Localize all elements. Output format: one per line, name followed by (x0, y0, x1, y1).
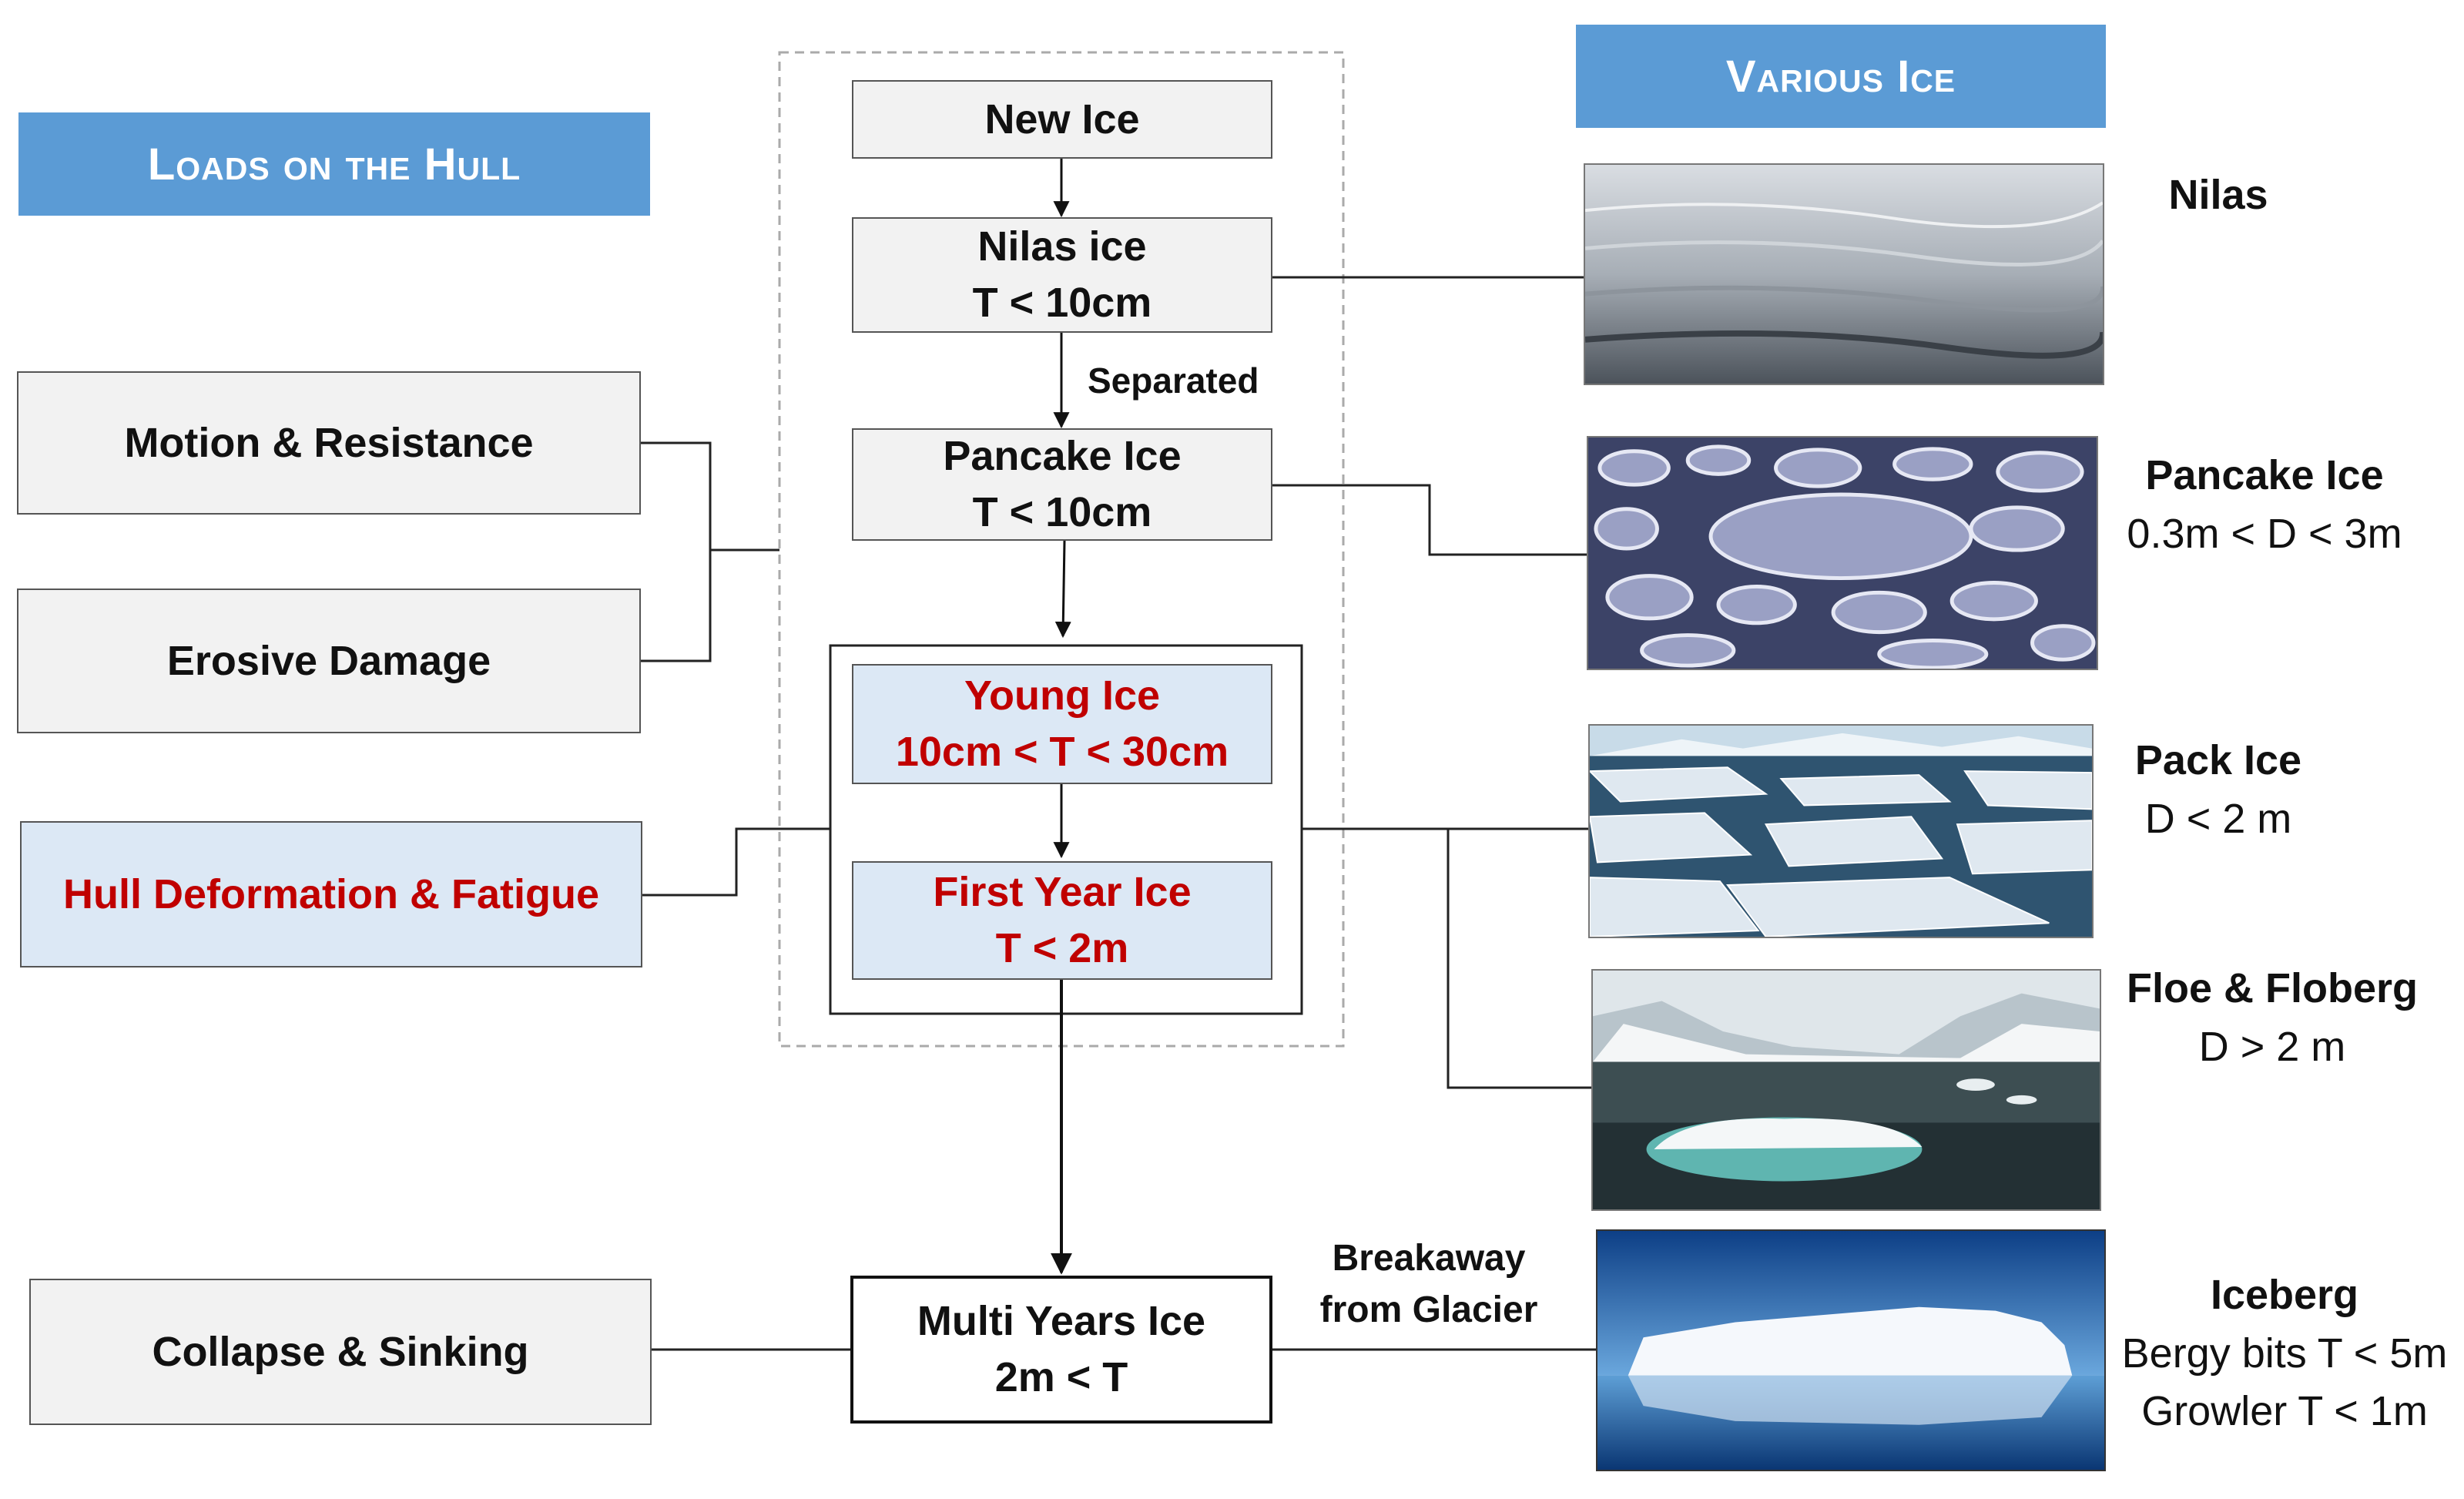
pack-ice-label: Pack Ice D < 2 m (2110, 732, 2326, 848)
pancake-ice-thickness: T < 10cm (972, 489, 1152, 535)
loads-on-hull-header: Loads on the Hull (18, 112, 650, 216)
nilas-photo (1584, 163, 2104, 385)
various-ice-header: Various Ice (1576, 25, 2106, 128)
pack-ice-title: Pack Ice (2134, 737, 2302, 783)
erosive-damage-label: Erosive Damage (166, 637, 491, 684)
pancake-diameter: 0.3m < D < 3m (2127, 510, 2402, 557)
frame-to-floe (1447, 829, 1591, 1089)
motion-resistance-label: Motion & Resistance (124, 419, 534, 466)
first-year-ice-title: First Year Ice (933, 869, 1192, 916)
pancake-title: Pancake Ice (2145, 452, 2384, 498)
pack-ice-photo (1588, 724, 2094, 938)
multi-years-ice-box: Multi Years Ice 2m < T (850, 1276, 1272, 1424)
young-ice-box: Young Ice 10cm < T < 30cm (852, 664, 1272, 784)
nilas-ice-box: Nilas ice T < 10cm (852, 217, 1272, 333)
nilas-ice-thickness: T < 10cm (972, 280, 1152, 326)
pancake-ice-photo (1587, 436, 2098, 670)
erosive-damage-box: Erosive Damage (17, 589, 641, 733)
nilas-ice-title: Nilas ice (977, 223, 1147, 270)
first-year-ice-box: First Year Ice T < 2m (852, 861, 1272, 980)
pancake-to-photo (1271, 484, 1587, 556)
breakaway-label: Breakaway from Glacier (1294, 1232, 1564, 1336)
arrow-pancake-to-young (1054, 540, 1071, 639)
motion-resistance-box: Motion & Resistance (17, 371, 641, 515)
hull-deformation-box: Hull Deformation & Fatigue (20, 821, 642, 967)
floe-label: Floe & Floberg D > 2 m (2095, 960, 2449, 1076)
collapse-sinking-box: Collapse & Sinking (29, 1279, 652, 1425)
pancake-label: Pancake Ice 0.3m < D < 3m (2080, 447, 2449, 563)
pancake-ice-title: Pancake Ice (943, 433, 1182, 480)
new-ice-box: New Ice (852, 80, 1272, 159)
iceberg-title: Iceberg (2210, 1272, 2359, 1318)
breakaway-line1: Breakaway (1332, 1238, 1526, 1279)
multi-years-ice-thickness: 2m < T (994, 1354, 1128, 1400)
young-ice-title: Young Ice (964, 672, 1161, 719)
breakaway-line2: from Glacier (1319, 1289, 1538, 1331)
floe-title: Floe & Floberg (2127, 965, 2418, 1011)
iceberg-photo (1596, 1229, 2106, 1471)
bergy-bits-size: Bergy bits T < 5m (2121, 1330, 2448, 1377)
floe-photo (1591, 969, 2101, 1211)
pack-ice-diameter: D < 2 m (2144, 795, 2292, 842)
hull-to-frame (642, 827, 830, 897)
nilas-label: Nilas (2110, 166, 2326, 225)
pancake-ice-box: Pancake Ice T < 10cm (852, 428, 1272, 541)
separated-label: Separated (1088, 360, 1259, 401)
collapse-sinking-label: Collapse & Sinking (152, 1328, 529, 1375)
floe-diameter: D > 2 m (2198, 1023, 2346, 1070)
growler-size: Growler T < 1m (2141, 1388, 2428, 1435)
multi-years-ice-title: Multi Years Ice (917, 1298, 1206, 1345)
iceberg-label: Iceberg Bergy bits T < 5m Growler T < 1m (2107, 1266, 2462, 1441)
young-ice-thickness: 10cm < T < 30cm (895, 729, 1229, 775)
new-ice-label: New Ice (984, 96, 1140, 143)
first-year-ice-thickness: T < 2m (995, 925, 1129, 971)
hull-deformation-label: Hull Deformation & Fatigue (62, 870, 599, 917)
bracket-motion-erosive (641, 441, 712, 662)
nilas-title: Nilas (2168, 172, 2268, 218)
